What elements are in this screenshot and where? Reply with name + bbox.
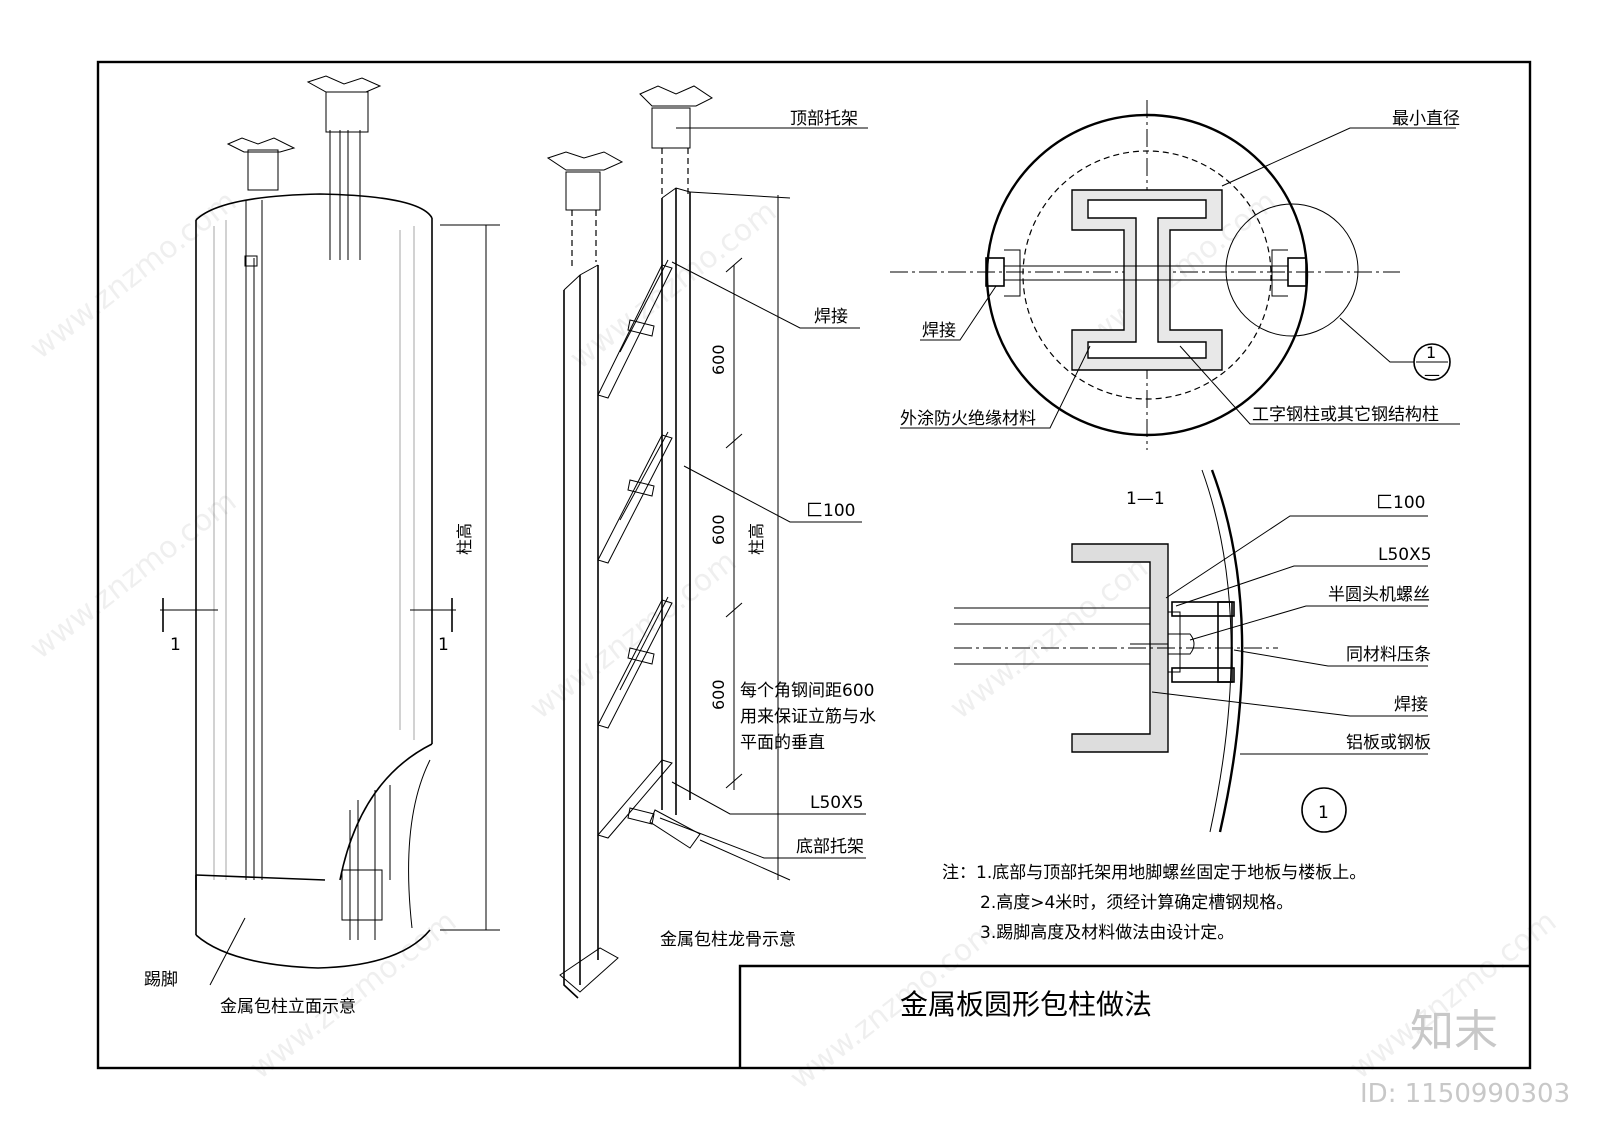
watermark-text: www.znzmo.com [243, 904, 463, 1086]
frame-channel-label: 匚100 [806, 501, 855, 521]
detail-reference-symbol [1413, 343, 1451, 381]
bottom-bracket-label: 底部托架 [796, 837, 864, 857]
drawing-title: 金属板圆形包柱做法 [900, 988, 1152, 1021]
detail-ref-bottom: — [1424, 365, 1440, 384]
note-3: 3.踢脚高度及材料做法由设计定。 [980, 923, 1234, 943]
drawing-border [96, 60, 1532, 1070]
frame-angle-label: L50X5 [810, 793, 864, 813]
image-id: ID: 1150990303 [1360, 1079, 1570, 1109]
note-2: 2.高度>4米时，须经计算确定槽钢规格。 [980, 893, 1293, 913]
watermark-text: www.znzmo.com [23, 484, 243, 666]
detail-number: 1 [1318, 803, 1329, 823]
title-block: 金属板圆形包柱做法 [738, 964, 1530, 1068]
panel-label: 铝板或钢板 [1346, 733, 1431, 753]
spacing-dim-3: 600 [709, 679, 728, 710]
height-label: 柱高 [455, 523, 474, 555]
spacing-dim-2: 600 [709, 514, 728, 545]
brand-logo: 知末 [1410, 1006, 1498, 1057]
steel-column-label: 工字钢柱或其它钢结构柱 [1252, 405, 1439, 425]
section-title: 1—1 [1126, 489, 1165, 509]
section-mark-right: 1 [438, 635, 449, 655]
elevation-caption: 金属包柱立面示意 [220, 997, 356, 1017]
detail-number-circle [1301, 787, 1347, 833]
frame-height-label: 柱高 [747, 523, 766, 555]
notes: 注：1.底部与顶部托架用地脚螺丝固定于地板与楼板上。 2.高度>4米时，须经计算… [942, 863, 1366, 943]
detail-1-1: 1—1 匚100 L50X5 半圆头机螺丝 同材料压条 焊接 铝板或钢板 1 [954, 469, 1432, 833]
watermark-text: www.znzmo.com [943, 544, 1163, 726]
screw-label: 半圆头机螺丝 [1328, 585, 1430, 605]
top-bracket-label: 顶部托架 [790, 109, 858, 129]
spacing-dim-1: 600 [709, 344, 728, 375]
baseboard-label: 踢脚 [144, 970, 178, 990]
strip-label: 同材料压条 [1346, 645, 1431, 665]
column-elevation: 1 1 柱高 踢脚 金属包柱立面示意 [144, 75, 500, 1017]
spacing-note-2: 用来保证立筋与水 [740, 707, 876, 727]
detail-ref-top: 1 [1426, 343, 1436, 362]
spacing-note-1: 每个角钢间距600 [740, 681, 874, 701]
frame-weld-label: 焊接 [814, 307, 848, 327]
min-diameter-label: 最小直径 [1392, 109, 1460, 129]
detail-weld-label: 焊接 [1394, 695, 1428, 715]
section-mark-left: 1 [170, 635, 181, 655]
keel-frame: 600 600 600 柱高 顶部托架 焊接 匚100 每个角钢间距600 用来… [546, 85, 876, 999]
plan-section: 最小直径 焊接 外涂防火绝缘材料 工字钢柱或其它钢结构柱 1 — [890, 100, 1460, 450]
spacing-note-3: 平面的垂直 [740, 733, 825, 753]
detail-channel-label: 匚100 [1376, 493, 1425, 513]
plan-weld-label: 焊接 [922, 321, 956, 341]
note-1: 注：1.底部与顶部托架用地脚螺丝固定于地板与楼板上。 [942, 863, 1366, 883]
frame-caption: 金属包柱龙骨示意 [660, 930, 796, 950]
detail-angle-label: L50X5 [1378, 545, 1432, 565]
fireproof-label: 外涂防火绝缘材料 [900, 409, 1036, 429]
